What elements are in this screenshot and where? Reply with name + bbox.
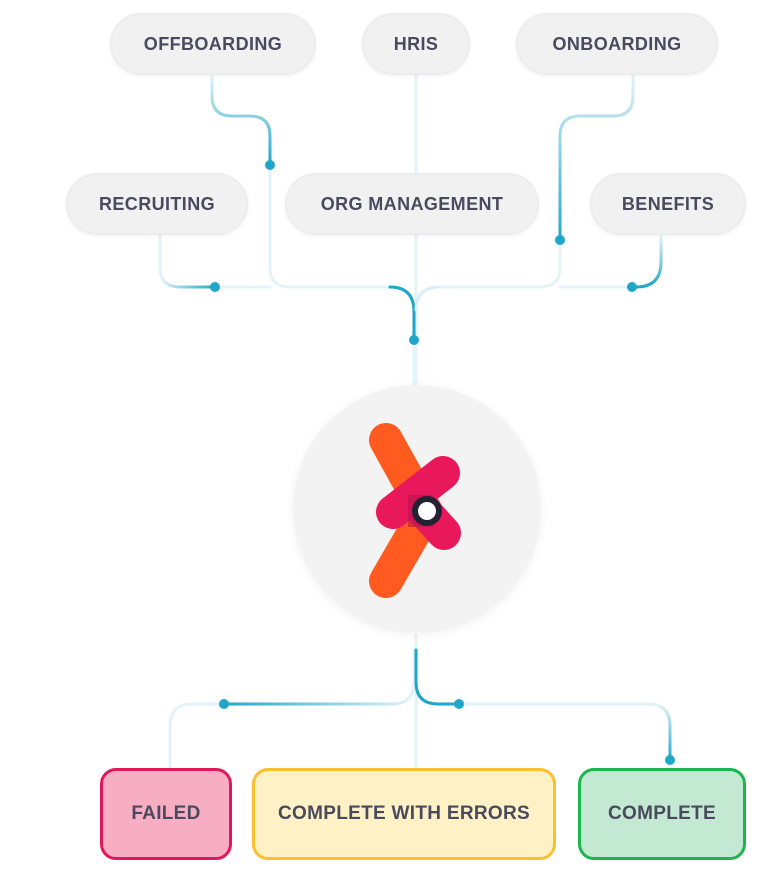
- source-org-management: ORG MANAGEMENT: [285, 173, 539, 235]
- connector-dot: [454, 699, 464, 709]
- outcome-failed-label: FAILED: [131, 803, 201, 824]
- integration-hub: [293, 385, 541, 633]
- source-benefits: BENEFITS: [590, 173, 746, 235]
- outcome-failed: FAILED: [100, 768, 232, 860]
- source-benefits-label: BENEFITS: [621, 193, 715, 214]
- source-hris: HRIS: [362, 13, 470, 75]
- source-hris-label: HRIS: [393, 33, 439, 54]
- connector-dot: [409, 335, 419, 345]
- outcome-complete: COMPLETE: [578, 768, 746, 860]
- connector-dot: [210, 282, 220, 292]
- source-offboarding-label: OFFBOARDING: [143, 33, 283, 54]
- source-offboarding: OFFBOARDING: [110, 13, 316, 75]
- integration-logo-icon: [369, 423, 461, 598]
- source-recruiting-label: RECRUITING: [99, 193, 215, 214]
- outcome-complete-label: COMPLETE: [608, 803, 716, 824]
- source-recruiting: RECRUITING: [66, 173, 248, 235]
- outcome-complete-with-errors: COMPLETE WITH ERRORS: [252, 768, 556, 860]
- connector-dot: [265, 160, 275, 170]
- source-onboarding-label: ONBOARDING: [552, 33, 682, 54]
- connector-dot: [219, 699, 229, 709]
- connector-dot: [627, 282, 637, 292]
- source-org-management-label: ORG MANAGEMENT: [320, 193, 504, 214]
- connector-dot: [665, 755, 675, 765]
- connector-dot: [555, 235, 565, 245]
- outcome-complete-with-errors-label: COMPLETE WITH ERRORS: [278, 803, 530, 824]
- source-onboarding: ONBOARDING: [516, 13, 718, 75]
